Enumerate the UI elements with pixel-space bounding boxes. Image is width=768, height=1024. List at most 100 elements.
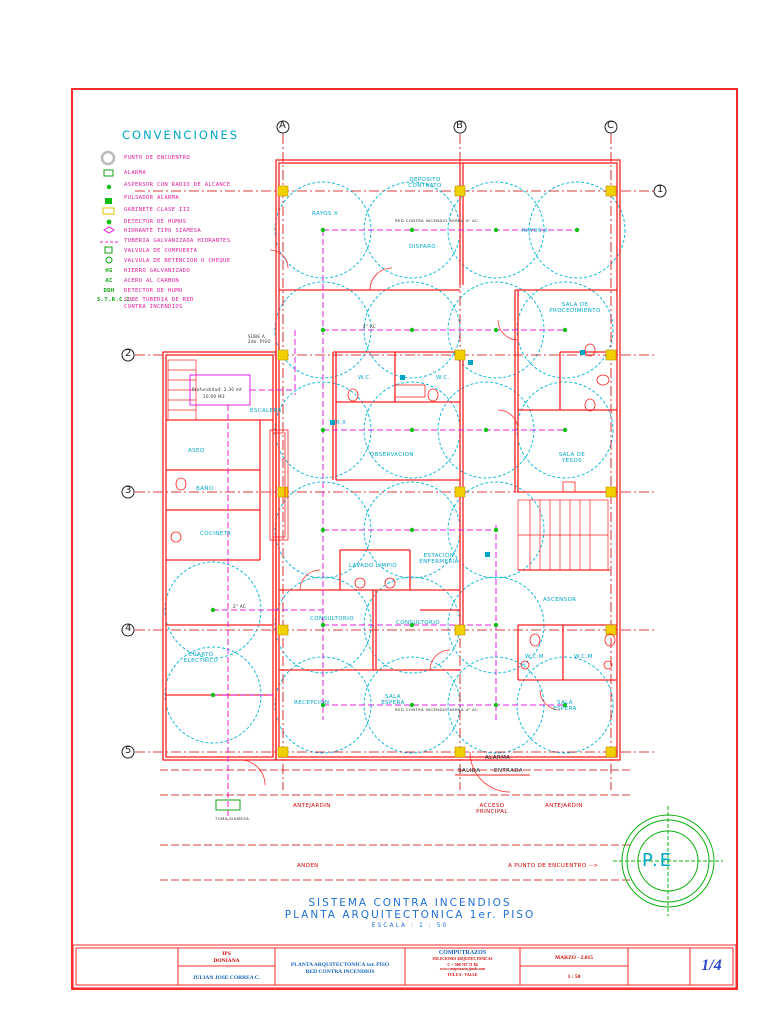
room-label: OBSERVACION: [370, 452, 414, 458]
legend-item-label: SUBE TUBERIA DE RED: [124, 297, 194, 303]
legend-item: VALVULA DE COMPUERTA: [97, 248, 197, 255]
axis-b-label: B: [456, 120, 463, 131]
room-label: ESTACION ENFERMERIA: [419, 553, 459, 565]
tb-sheet-subtitle: RED CONTRA INCENDIOS: [305, 969, 375, 975]
legend-item-code: DDH: [103, 288, 115, 294]
room-label: SALA DE PROCEDIMIENTO: [549, 302, 601, 314]
tb-city: TULUA - VALLE: [447, 972, 478, 977]
room-label: SALA ESPERA: [553, 700, 577, 712]
axis-4-label: 4: [125, 623, 132, 634]
tb-company-sub: SOLUCIONES ARQUITECTONICAS: [432, 957, 493, 961]
room-label: SALA DE YESOS: [558, 452, 586, 464]
siamese-connection: [215, 799, 241, 811]
room-label: ASCENSOR: [543, 597, 577, 603]
tb-client: IPS: [222, 951, 231, 957]
legend-item-label: TUBERIA GALVANIZADA HIDRANTES: [124, 238, 231, 244]
room-label: W.C.M: [574, 654, 593, 660]
door-swings: [239, 249, 561, 793]
sprinkler-pipes: [213, 229, 577, 820]
legend-item-label: CONTRA INCENDIOS: [124, 304, 183, 310]
legend-item-code: HG: [105, 268, 113, 274]
room-label: RAYOS X: [522, 228, 549, 234]
columns: [277, 185, 617, 758]
room-label: RED CONTRA INCENDIO AEREA 4" AC: [395, 707, 479, 712]
room-label: ACCESO PRINCIPAL: [476, 803, 508, 815]
legend-item: HIDRANTE TIPO SIAMESA: [97, 228, 201, 235]
room-label: RED CONTRA INCENDIO AEREA 4" AC: [395, 218, 479, 223]
room-label: SALA ESPERA: [381, 694, 405, 706]
legend-title: CONVENCIONES: [122, 128, 240, 142]
legend-item-label: VALVULA DE RETENCION O CHEQUE: [124, 258, 231, 264]
legend-item-label: ASPERSOR CON RADIO DE ALCANCE: [124, 182, 231, 188]
legend-item-label: DETECTOR DE HUMO: [124, 288, 183, 294]
legend-item: DDH DETECTOR DE HUMO: [97, 288, 182, 295]
room-label: ANDEN: [297, 863, 319, 869]
tb-scale: 1 : 50: [567, 974, 581, 980]
room-label: BAÑO: [196, 486, 214, 492]
title-line3: ESCALA : 1 : 50: [371, 922, 449, 929]
legend-item: VALVULA DE RETENCION O CHEQUE: [97, 258, 230, 265]
room-label: TOMA SIAMESA: [215, 816, 250, 821]
room-label: SUBE A 2do. PISO: [248, 334, 271, 344]
room-label: A PUNTO DE ENCUENTRO -->: [508, 863, 599, 869]
room-label: W.C.M: [525, 654, 544, 660]
site-lines: [160, 769, 630, 881]
legend-item: GABINETE CLASE III: [97, 207, 190, 214]
tb-phone: C + 300 767 71 84: [447, 962, 478, 967]
legend-item: PULSADOR ALARMA: [97, 195, 179, 202]
meeting-point-label: P.E: [642, 850, 674, 871]
legend-item-label: PULSADOR ALARMA: [124, 195, 180, 201]
legend-item: HG HIERRO GALVANIZADO: [97, 268, 189, 275]
legend-item-label: HIDRANTE TIPO SIAMESA: [124, 228, 202, 234]
room-label: R.X: [336, 420, 347, 426]
room-label: DISPARO: [409, 244, 437, 250]
axis-2-label: 2: [125, 348, 132, 359]
tb-web: www.computrazos.jimdo.com: [439, 967, 486, 971]
legend-item-label: HIERRO GALVANIZADO: [124, 268, 191, 274]
axis-bubbles: [121, 120, 667, 759]
legend-symbols: [100, 150, 118, 264]
room-label: ASEO: [188, 448, 205, 454]
room-label: CONSULTORIO: [310, 616, 354, 622]
tb-company: COMPUTRAZOS: [438, 950, 487, 956]
title-line2: PLANTA ARQUITECTONICA 1er. PISO: [284, 909, 536, 921]
legend-item: TUBERIA GALVANIZADA HIDRANTES: [97, 238, 230, 245]
legend-item-code: S.T.R.C.I.: [97, 297, 134, 303]
tb-author: JULIAN JOSE CORREA C.: [192, 975, 261, 981]
room-label: SALIDA: [458, 768, 481, 774]
room-label: 2" AC: [233, 604, 247, 609]
legend-item: CONTRA INCENDIOS: [97, 304, 182, 311]
meeting-point-symbol: [613, 806, 723, 916]
legend-item: AC ACERO AL CARBON: [97, 278, 178, 285]
fixtures: [170, 343, 616, 670]
legend-item-label: PUNTO DE ENCUENTRO: [124, 155, 191, 161]
legend-item: PUNTO DE ENCUENTRO: [97, 155, 190, 162]
room-label: RECEPCION: [294, 700, 330, 706]
room-label: ALARMA: [485, 755, 511, 761]
room-label: W.C.: [358, 375, 372, 381]
legend-item-label: ALARMA: [124, 170, 147, 176]
legend-item-label: ACERO AL CARBON: [124, 278, 180, 284]
room-label: Profundidad: 2.30 mt: [192, 387, 243, 392]
detector-symbols: [330, 350, 585, 557]
legend-item-label: VALVULA DE COMPUERTA: [124, 248, 198, 254]
room-label: ANTEJARDIN: [293, 803, 331, 809]
axis-5-label: 5: [125, 745, 132, 756]
legend-item-label: GABINETE CLASE III: [124, 207, 191, 213]
axis-a-label: A: [279, 120, 286, 131]
sprinkler-heads: [210, 227, 580, 708]
room-label: ANTEJARDIN: [545, 803, 583, 809]
tb-sheet-title: PLANTA ARQUITECTONICA 1er. PISO: [290, 962, 390, 968]
legend-item: ALARMA: [97, 170, 146, 177]
room-label: ESCALERA: [250, 408, 282, 414]
legend-item-code: AC: [105, 278, 113, 284]
staircase: [167, 359, 609, 571]
legend-item-label: DETECTOR DE HUMOS: [124, 219, 187, 225]
room-label: LAVADO LIMPIO: [349, 563, 397, 569]
room-label: 10.00 M3: [203, 394, 225, 399]
room-label: COCINETA: [200, 531, 232, 537]
room-label: DEPOSITO CONTRATO: [408, 177, 442, 189]
axis-3-label: 3: [125, 485, 132, 496]
